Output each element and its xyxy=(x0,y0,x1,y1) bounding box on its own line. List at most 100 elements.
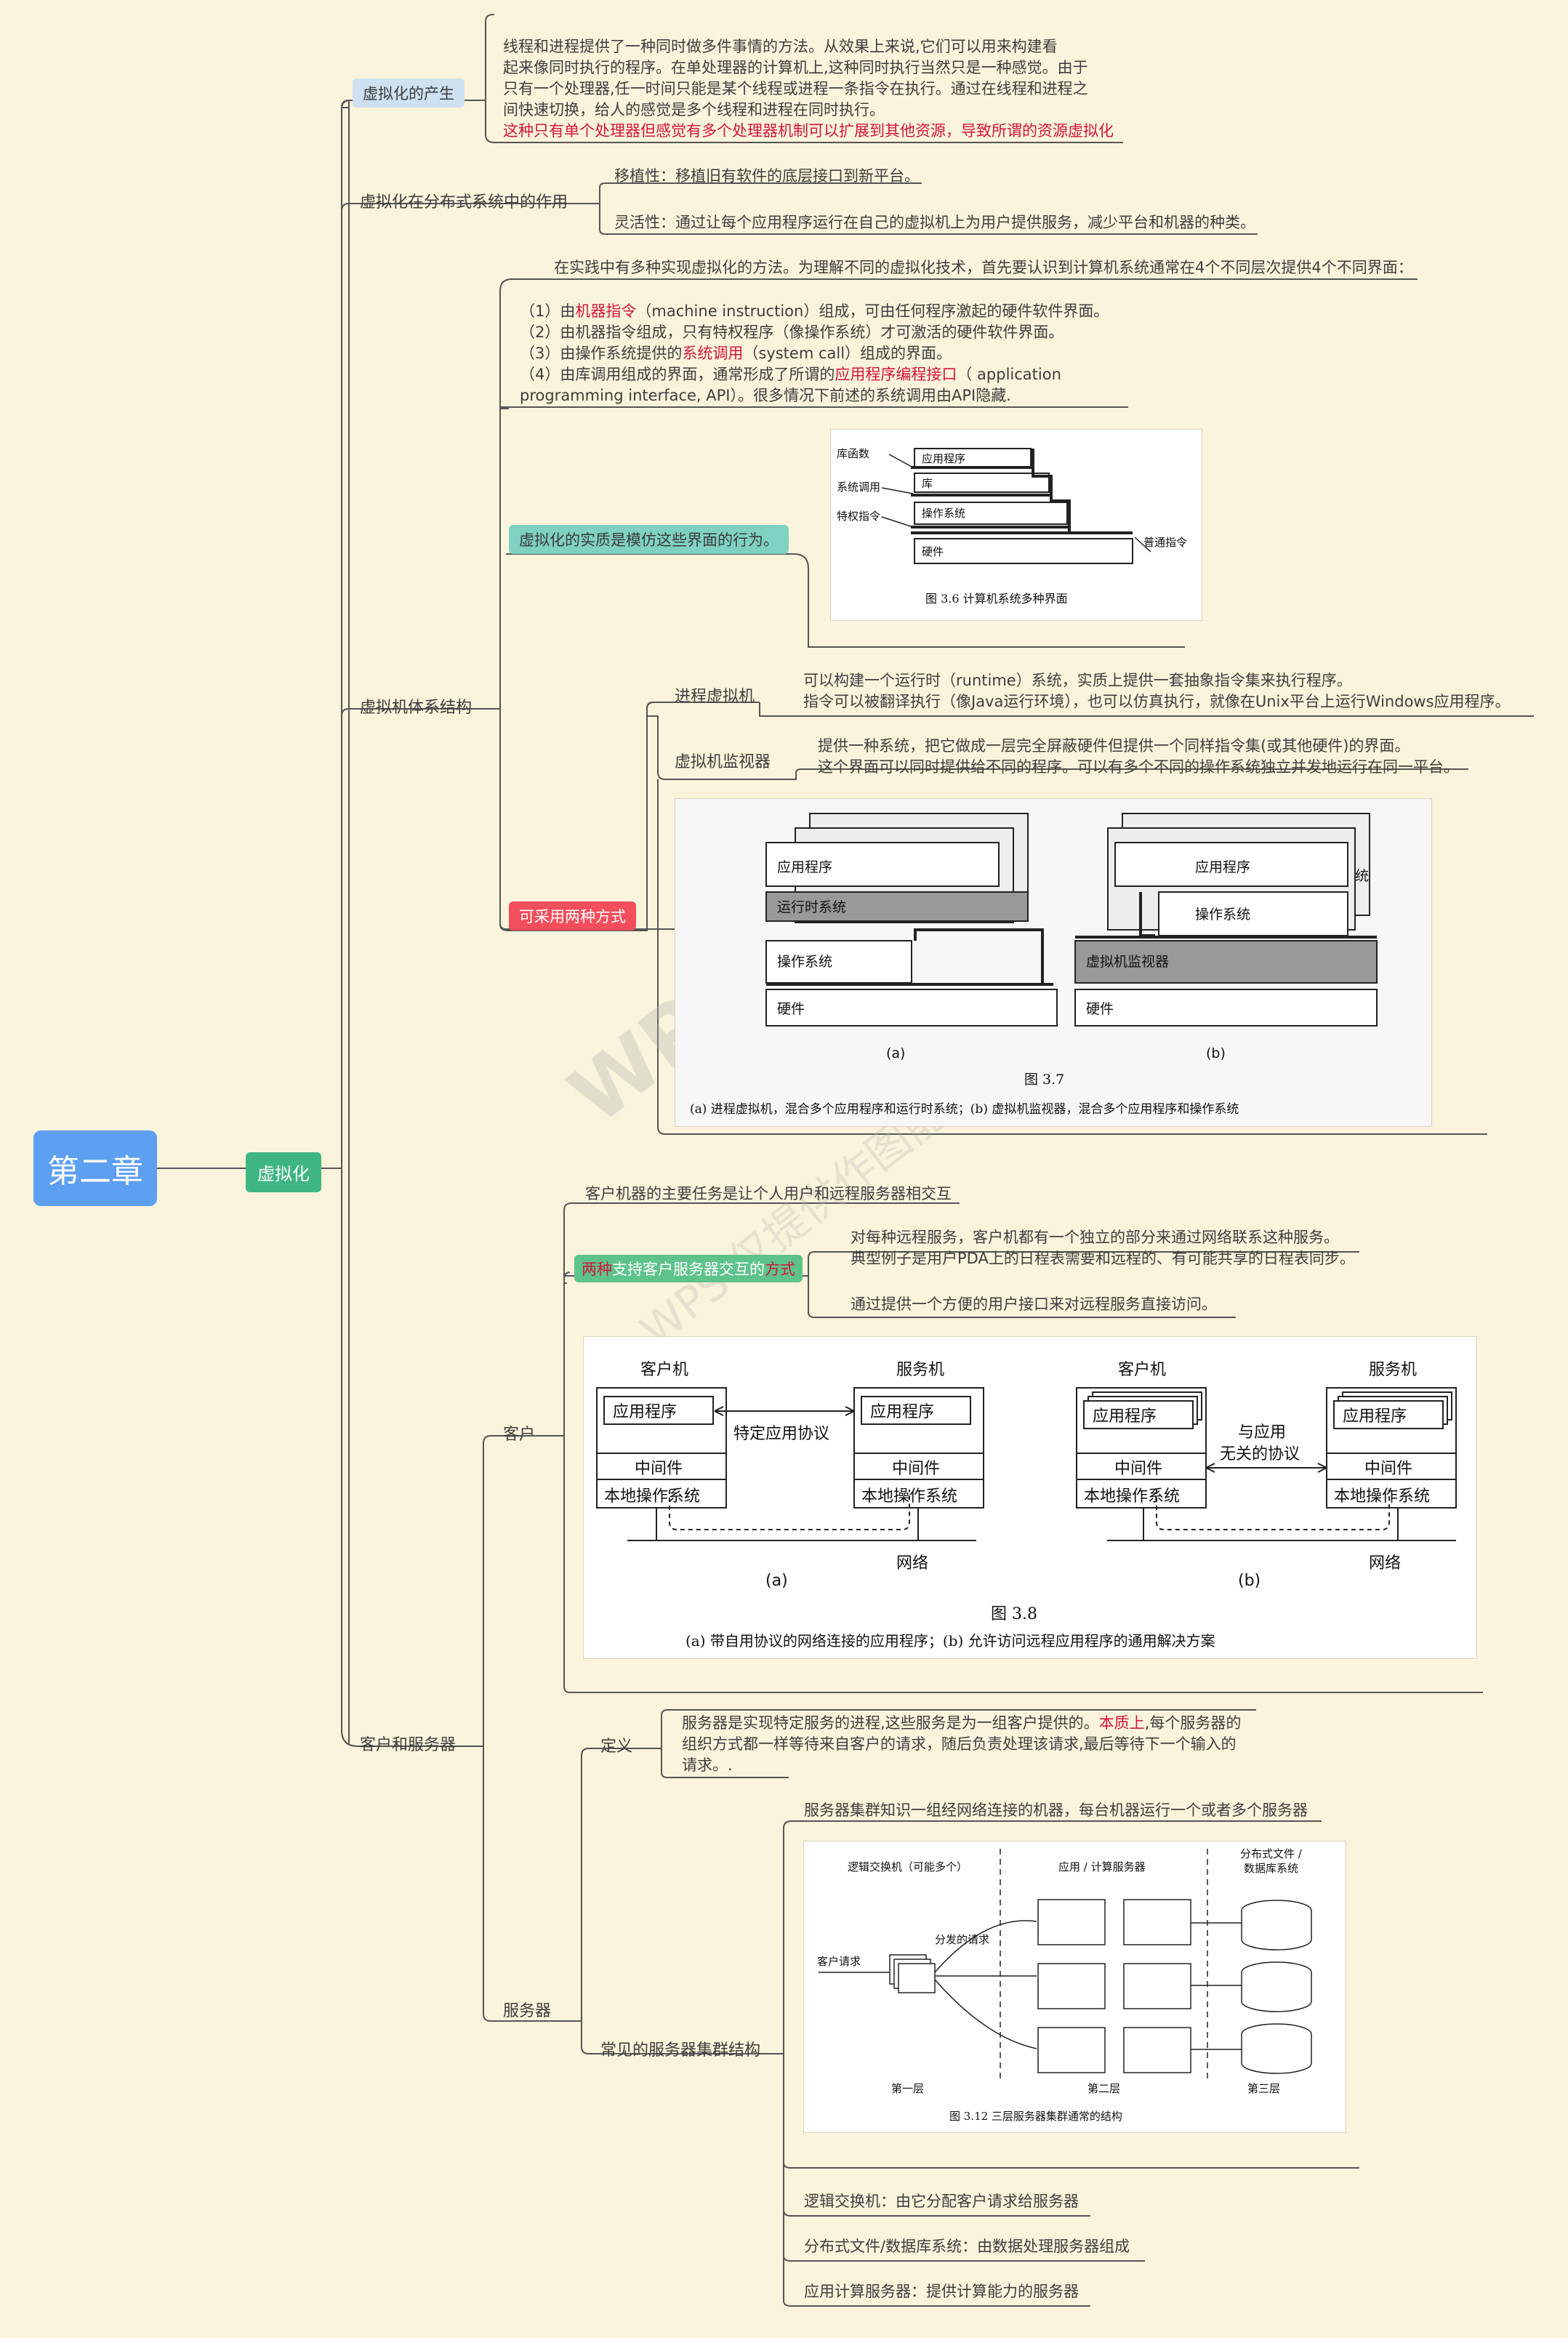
fig37a-os: 操作系统 xyxy=(777,954,832,970)
level-1-rest: （machine instruction）组成，可由任何程序激起的硬件软件界面。 xyxy=(636,302,1109,320)
level-3-keyword: 系统调用 xyxy=(682,345,744,362)
main-topic-node[interactable]: 虚拟化 xyxy=(246,1152,321,1192)
label-lib-fn: 库函数 xyxy=(837,447,869,460)
fig312-col3b: 数据库系统 xyxy=(1244,1862,1298,1875)
fig312-col1: 逻辑交换机（可能多个） xyxy=(848,1860,968,1873)
definition-line: 组织方式都一样等待来自客户的请求，随后负责处理该请求,最后等待下一个输入的 xyxy=(682,1735,1237,1753)
client-label[interactable]: 客户 xyxy=(503,1426,536,1444)
definition-text: 服务器是实现特定服务的进程,这些服务是为一组客户提供的。 xyxy=(682,1714,1099,1732)
role-flexibility: 灵活性：通过让每个应用程序运行在自己的虚拟机上为用户提供服务，减少平台和机器的种… xyxy=(614,214,1255,231)
label-syscall: 系统调用 xyxy=(837,481,880,494)
two-ways-keyword: 两种 xyxy=(582,1261,612,1278)
fig38b-protocol-2: 无关的协议 xyxy=(1220,1445,1300,1463)
level-4: （4）由库调用组成的界面，通常形成了所谓的应用程序编程接口（ applicati… xyxy=(520,364,1061,385)
fig38a-client: 客户机 xyxy=(640,1361,688,1379)
definition-line-1: 服务器是实现特定服务的进程,这些服务是为一组客户提供的。本质上,每个服务器的 xyxy=(682,1713,1241,1734)
level-1-text: （1）由 xyxy=(520,302,576,320)
fig312-dispatched: 分发的请求 xyxy=(935,1933,989,1946)
branch-arch[interactable]: 虚拟机体系结构 xyxy=(360,699,473,717)
fig38b-server-os: 本地操作系统 xyxy=(1334,1487,1430,1506)
branch-origin[interactable]: 虚拟化的产生 xyxy=(353,79,465,108)
level-3: （3）由操作系统提供的系统调用（system call）组成的界面。 xyxy=(520,343,952,364)
figure-3-6-drawing: 库函数 系统调用 特权指令 应用程序 库 操作系统 硬件 普通指令 图 3.6 … xyxy=(837,447,1187,606)
fig37-label-a: (a) xyxy=(886,1045,905,1061)
layer-os: 操作系统 xyxy=(922,507,965,520)
origin-line: 起来像同时执行的程序。在单处理器的计算机上,这种同时执行当然只是一种感觉。由于 xyxy=(503,59,1088,76)
server-label[interactable]: 服务器 xyxy=(503,2002,552,2020)
fig312-col3a: 分布式文件 / xyxy=(1240,1847,1303,1860)
cluster-label[interactable]: 常见的服务器集群结构 xyxy=(600,2041,761,2060)
fig312-tier1: 第一层 xyxy=(891,2082,924,2095)
process-vm-line: 可以构建一个运行时（runtime）系统，实质上提供一套抽象指令集来执行程序。 xyxy=(803,672,1352,689)
client-way2: 通过提供一个方便的用户接口来对远程服务直接访问。 xyxy=(851,1295,1217,1313)
arch-intro: 在实践中有多种实现虚拟化的方法。为理解不同的虚拟化技术，首先要认识到计算机系统通… xyxy=(554,259,1413,276)
fig38a-client-mw: 中间件 xyxy=(635,1460,683,1478)
fig38b-client: 客户机 xyxy=(1118,1361,1166,1379)
branch-client-server[interactable]: 客户和服务器 xyxy=(360,1736,457,1754)
cluster-item-switch: 逻辑交换机：由它分配客户请求给服务器 xyxy=(804,2193,1079,2210)
fig312-caption: 图 3.12 三层服务器集群通常的结构 xyxy=(949,2110,1122,2123)
vmm-label[interactable]: 虚拟机监视器 xyxy=(675,753,771,771)
fig38a-network: 网络 xyxy=(896,1554,928,1572)
layer-lib: 库 xyxy=(922,477,933,490)
fig38-caption: (a) 带自用协议的网络连接的应用程序；(b) 允许访问远程应用程序的通用解决方… xyxy=(686,1632,1215,1650)
essence-node[interactable]: 虚拟化的实质是模仿这些界面的行为。 xyxy=(509,525,789,554)
level-4-rest: （ application xyxy=(957,366,1061,383)
layer-app: 应用程序 xyxy=(922,452,965,465)
process-vm-label[interactable]: 进程虚拟机 xyxy=(675,688,755,706)
level-3-rest: （system call）组成的界面。 xyxy=(743,345,952,362)
fig37b-app: 应用程序 xyxy=(1195,859,1250,875)
origin-highlight: 这种只有单个处理器但感觉有多个处理器机制可以扩展到其他资源，导致所谓的资源虚拟化 xyxy=(503,122,1114,140)
fig38a-server: 服务机 xyxy=(896,1361,944,1379)
fig312-tier3: 第三层 xyxy=(1247,2082,1280,2095)
cluster-intro: 服务器集群知识一组经网络连接的机器，每台机器运行一个或者多个服务器 xyxy=(804,1801,1308,1819)
level-3-text: （3）由操作系统提供的 xyxy=(520,345,683,362)
fig37a-hw: 硬件 xyxy=(777,1001,805,1017)
fig37-title: 图 3.7 xyxy=(1024,1072,1064,1088)
cluster-item-compute: 应用计算服务器：提供计算能力的服务器 xyxy=(804,2283,1079,2300)
fig38a-client-os: 本地操作系统 xyxy=(604,1487,700,1506)
figure-3-8: 客户机 服务机 应用程序 应用程序 中间件 中间件 本地操作系统 本地操作系统 … xyxy=(583,1336,1477,1659)
client-main-task: 客户机器的主要任务是让个人用户和远程服务器相交互 xyxy=(585,1185,952,1202)
two-ways-node[interactable]: 可采用两种方式 xyxy=(509,901,636,931)
fig38b-client-mw: 中间件 xyxy=(1114,1460,1162,1478)
fig38b-client-app: 应用程序 xyxy=(1093,1407,1157,1426)
origin-line: 线程和进程提供了一种同时做多件事情的方法。从效果上来说,它们可以用来构建看 xyxy=(503,38,1058,55)
figure-3-7: 应用程序 运行时系统 操作系统 硬件 (a) 应用程序 操作系统 虚拟机监视器 … xyxy=(675,798,1432,1127)
two-ways-method: 方式 xyxy=(765,1261,795,1278)
root-node[interactable]: 第二章 xyxy=(33,1130,157,1206)
fig38-title: 图 3.8 xyxy=(991,1605,1037,1623)
fig38b-server-app: 应用程序 xyxy=(1343,1407,1407,1426)
client-way1: 对每种远程服务，客户机都有一个独立的部分来通过网络联系这种服务。 xyxy=(851,1229,1339,1246)
fig37-label-b: (b) xyxy=(1206,1045,1226,1061)
definition-label[interactable]: 定义 xyxy=(600,1738,633,1756)
cluster-item-db: 分布式文件/数据库系统：由数据处理服务器组成 xyxy=(804,2238,1130,2255)
level-1-keyword: 机器指令 xyxy=(575,302,637,320)
origin-line: 间快速切换，给人的感觉是多个线程和进程在同时执行。 xyxy=(503,101,885,118)
client-way1: 典型例子是用户PDA上的日程表需要和远程的、有可能共享的日程表同步。 xyxy=(851,1250,1355,1267)
fig38a-server-os: 本地操作系统 xyxy=(861,1487,957,1506)
fig37-caption: (a) 进程虚拟机，混合多个应用程序和运行时系统；(b) 虚拟机监视器，混合多个… xyxy=(690,1102,1239,1117)
layer-hw: 硬件 xyxy=(922,545,944,558)
fig312-tier2: 第二层 xyxy=(1087,2082,1120,2095)
fig38b-network: 网络 xyxy=(1369,1554,1401,1572)
fig37b-hw: 硬件 xyxy=(1086,1001,1114,1017)
vmm-line: 提供一种系统，把它做成一层完全屏蔽硬件但提供一个同样指令集(或其他硬件)的界面。 xyxy=(818,737,1410,755)
two-ways-text: 支持客户服务器交互的 xyxy=(612,1261,765,1278)
definition-rest: ,每个服务器的 xyxy=(1144,1714,1242,1732)
label-priv-instr: 特权指令 xyxy=(837,510,880,523)
figure-3-8-drawing: 客户机 服务机 应用程序 应用程序 中间件 中间件 本地操作系统 本地操作系统 … xyxy=(596,1361,1457,1650)
figure-3-6: 库函数 系统调用 特权指令 应用程序 库 操作系统 硬件 普通指令 图 3.6 … xyxy=(830,429,1202,621)
role-portability: 移植性：移植旧有软件的底层接口到新平台。 xyxy=(614,167,920,185)
figure-3-7-drawing: 应用程序 运行时系统 操作系统 硬件 (a) 应用程序 操作系统 虚拟机监视器 … xyxy=(690,813,1378,1117)
fig38b-protocol-1: 与应用 xyxy=(1238,1423,1286,1442)
two-ways-interaction-node[interactable]: 两种支持客户服务器交互的方式 xyxy=(574,1255,803,1282)
fig38b-server: 服务机 xyxy=(1369,1361,1417,1379)
fig38b-server-mw: 中间件 xyxy=(1364,1460,1412,1478)
process-vm-line: 指令可以被翻译执行（像Java运行环境），也可以仿真执行，就像在Unix平台上运… xyxy=(803,693,1511,710)
branch-role[interactable]: 虚拟化在分布式系统中的作用 xyxy=(360,193,568,212)
fig38-label-b: (b) xyxy=(1238,1572,1261,1590)
definition-line: 请求。. xyxy=(682,1756,733,1774)
origin-line: 只有一个处理器,任一时间只能是某个线程或进程一条指令在执行。通过在线程和进程之 xyxy=(503,80,1088,97)
fig38a-server-mw: 中间件 xyxy=(892,1460,940,1478)
